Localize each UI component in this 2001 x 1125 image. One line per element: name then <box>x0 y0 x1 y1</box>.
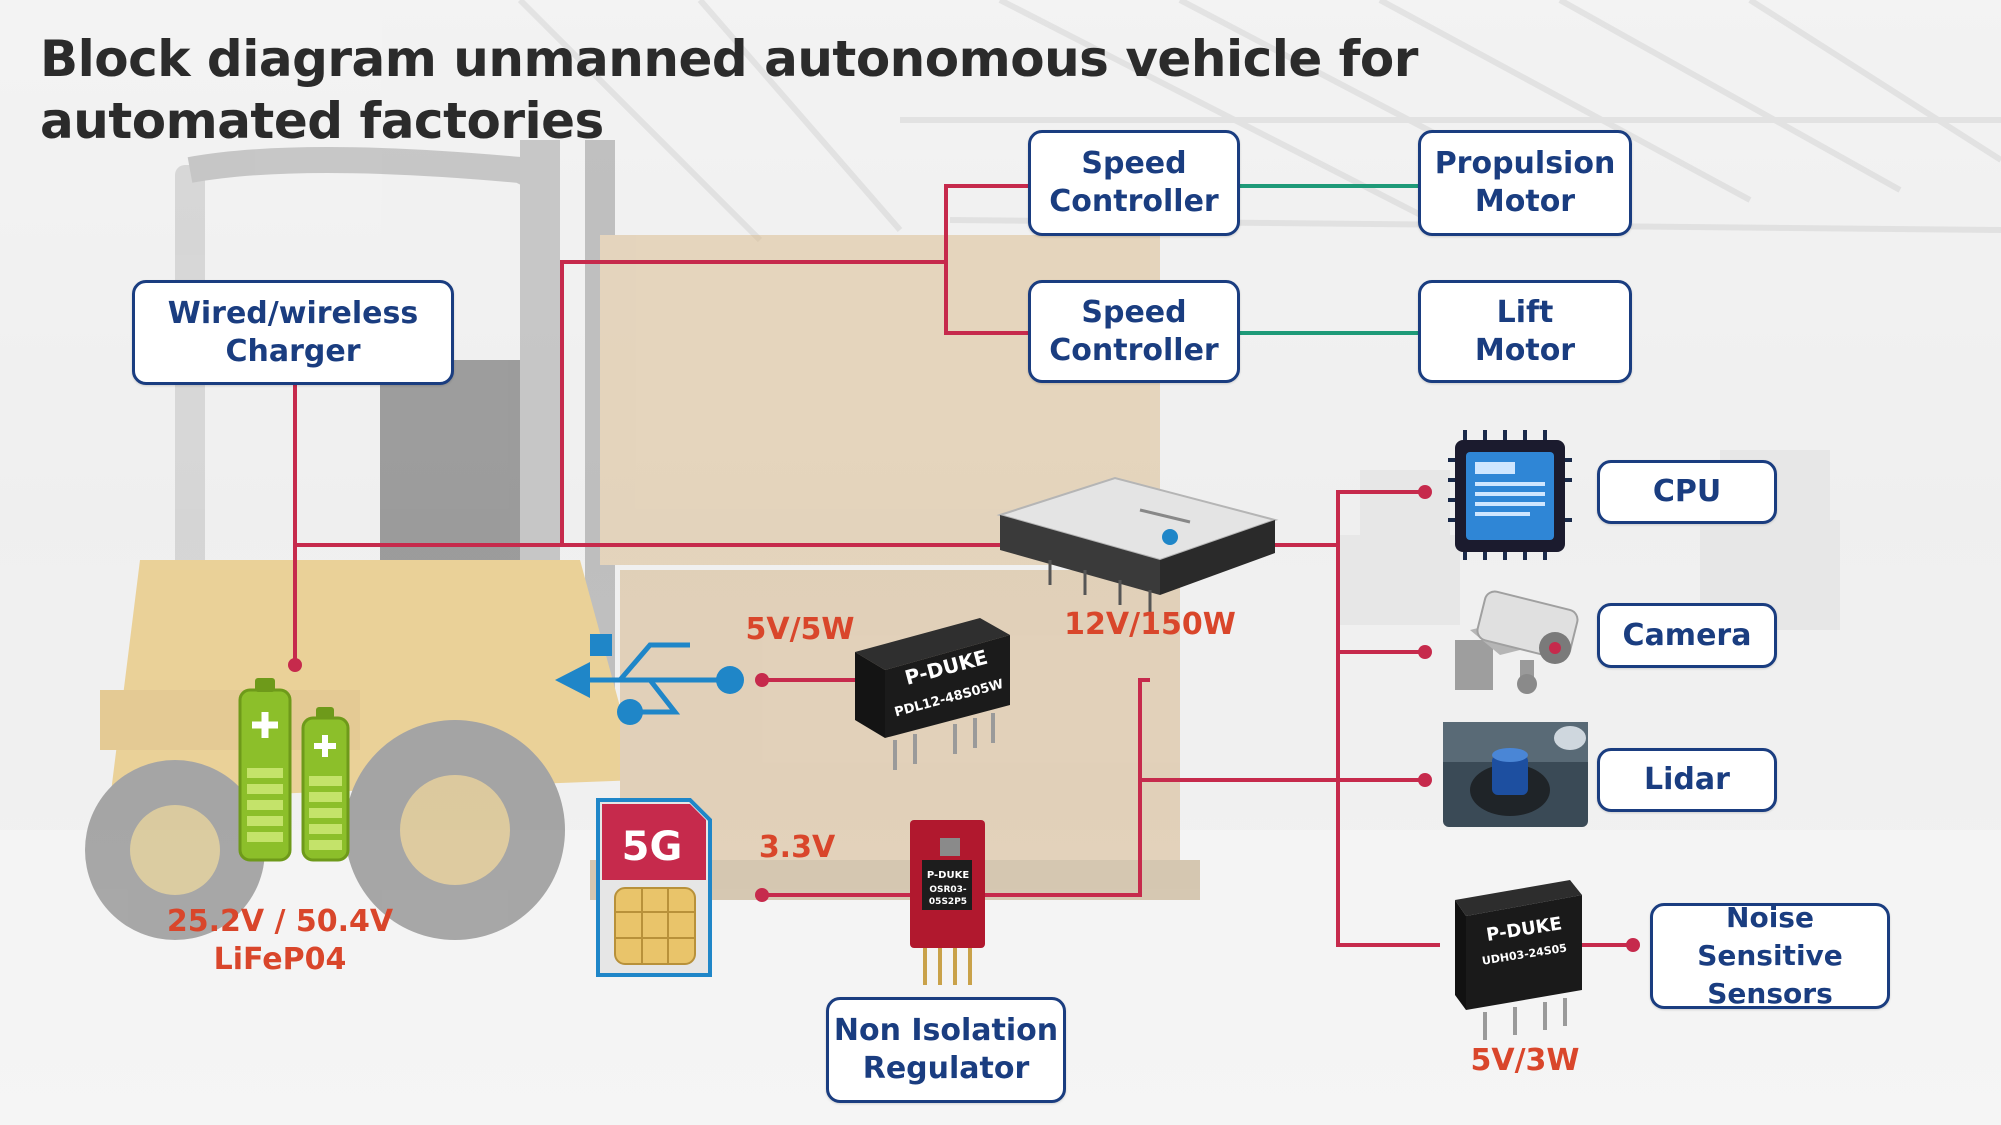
camera-box: Camera <box>1597 603 1777 668</box>
speed-controller-box-2: Speed Controller <box>1028 280 1240 383</box>
main-converter-module <box>996 476 1279 612</box>
udh03-converter-module: P-DUKE UDH03-24S05 <box>1455 880 1582 1040</box>
lidar-box: Lidar <box>1597 748 1777 812</box>
lidar-label: Lidar <box>1644 762 1730 797</box>
charger-label: Wired/wireless Charger <box>167 295 419 369</box>
cpu-chip-icon <box>1448 430 1572 560</box>
camera-label: Camera <box>1622 617 1752 653</box>
camera-icon <box>1455 590 1579 694</box>
non-isolation-regulator-box: Non Isolation Regulator <box>826 997 1066 1103</box>
osr-model-line2: 05S2P5 <box>929 897 967 907</box>
propulsion-motor-label: Propulsion Motor <box>1434 146 1616 219</box>
speed-controller-2-label: Speed Controller <box>1049 294 1219 368</box>
pdl12-converter-module: P-DUKE PDL12-48S05W <box>855 618 1010 770</box>
regulator-output-label: 3.3V <box>758 830 836 865</box>
battery-type-label: LiFeP04 <box>213 942 347 977</box>
charger-box: Wired/wireless Charger <box>132 280 454 385</box>
main-converter-label: 12V/150W <box>1064 607 1236 642</box>
sim-card-icon: 5G <box>596 798 712 977</box>
cpu-box: CPU <box>1597 460 1777 524</box>
osr-brand: P-DUKE <box>927 870 969 881</box>
usb-icon <box>555 634 744 725</box>
speed-controller-1-label: Speed Controller <box>1049 146 1219 219</box>
udh-converter-label: 5V/3W <box>1470 1043 1580 1078</box>
battery-voltage-label: 25.2V / 50.4V <box>166 904 394 939</box>
noise-sensitive-sensors-label: Noise Sensitive Sensors <box>1697 901 1843 1010</box>
non-isolation-regulator-label: Non Isolation Regulator <box>833 1013 1059 1086</box>
lift-motor-label: Lift Motor <box>1474 294 1576 368</box>
propulsion-motor-box: Propulsion Motor <box>1418 130 1632 236</box>
noise-sensitive-sensors-box: Noise Sensitive Sensors <box>1650 901 1890 1010</box>
osr-model-line1: OSR03- <box>929 885 967 895</box>
battery-icon <box>238 678 350 862</box>
pdl-converter-label: 5V/5W <box>745 612 855 647</box>
speed-controller-box-1: Speed Controller <box>1028 130 1240 236</box>
lift-motor-box: Lift Motor <box>1418 280 1632 383</box>
cpu-label: CPU <box>1652 474 1722 509</box>
connection-dots <box>288 485 1640 952</box>
page-title: Block diagram unmanned autonomous vehicl… <box>40 30 1418 150</box>
osr03-regulator-module: P-DUKE OSR03- 05S2P5 <box>910 820 985 985</box>
motor-lines <box>1240 184 1418 335</box>
lidar-icon <box>1443 722 1588 827</box>
sim-5g-label: 5G <box>622 824 683 870</box>
